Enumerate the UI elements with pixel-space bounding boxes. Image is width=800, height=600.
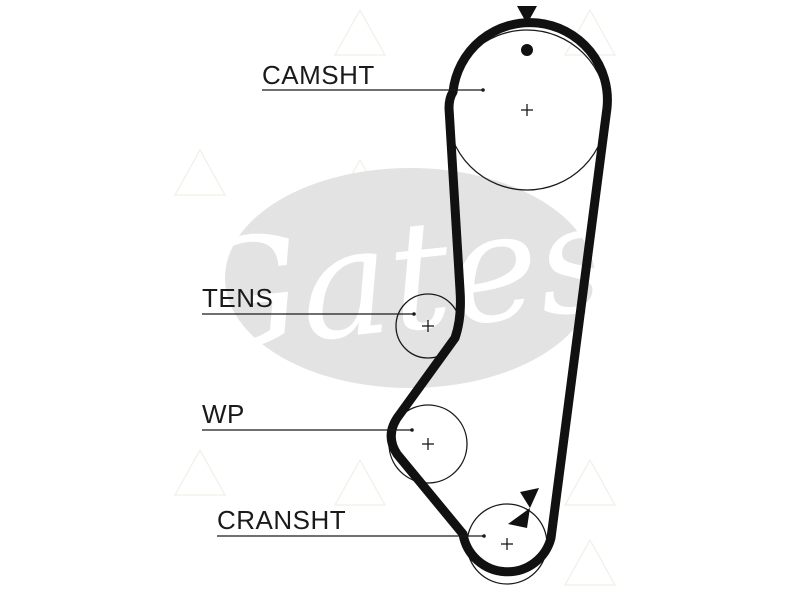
bowtie-marker-icon	[508, 488, 539, 528]
triangle-down-icon	[517, 6, 537, 24]
dot-icon	[521, 44, 533, 56]
gates-logo-watermark: Gates	[172, 168, 623, 388]
crankshaft-label: CRANSHT	[217, 505, 346, 535]
timing-belt	[386, 18, 612, 577]
tensioner-label: TENS	[202, 283, 273, 313]
camshaft-label: CAMSHT	[262, 60, 375, 90]
crankshaft-callout: CRANSHT	[217, 505, 486, 538]
camshaft-callout: CAMSHT	[262, 60, 485, 92]
watermark-ellipse	[225, 168, 595, 388]
water-pump-label: WP	[202, 399, 245, 429]
tensioner-callout: TENS	[202, 283, 416, 316]
watermark-brand-text: Gates	[172, 170, 623, 389]
water-pump-callout: WP	[202, 399, 414, 432]
